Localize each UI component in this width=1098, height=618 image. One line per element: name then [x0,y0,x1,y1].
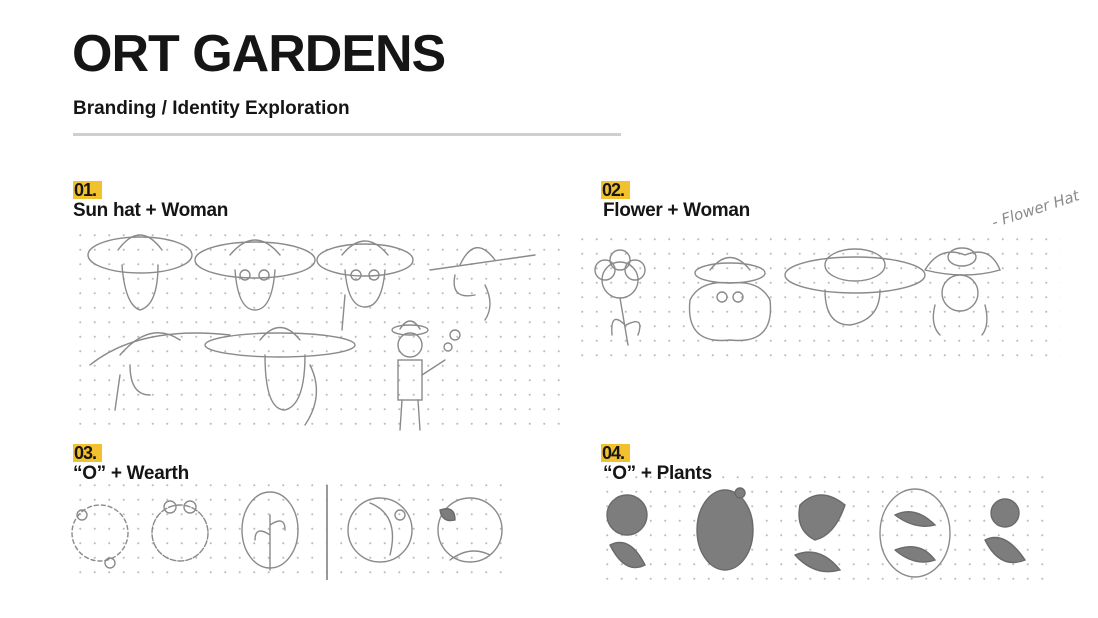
o-plants-sketches [606,487,1027,578]
section-number-03: 03. [73,444,103,462]
page-title: ORT GARDENS [72,25,446,83]
sketch-flower-face [594,249,646,346]
sketch-plant-4 [879,488,951,578]
section-title-02: Flower + Woman [603,200,750,221]
sketch-wreath-4 [347,497,413,563]
flower-woman-sketches [594,247,1001,346]
sketch-wreath-2 [151,500,209,562]
dot-grid-02 [575,232,1060,362]
sketch-hat-woman-1 [87,234,193,311]
section-title-01: Sun hat + Woman [73,200,229,221]
sketch-plant-5 [984,498,1027,564]
divider [73,133,621,136]
sketch-wreath-3 [241,491,299,571]
section-number-04: 04. [601,444,631,462]
o-wreath-sketches [71,491,503,571]
sketch-plant-3 [794,494,846,573]
vertical-divider [326,485,328,580]
section-title-03: “O” + Wearth [73,463,189,484]
section-number-02: 02. [601,181,631,199]
sketch-plant-2 [696,487,754,571]
sketch-hat-woman-2 [194,239,316,311]
sketch-wreath-5 [437,497,503,563]
sun-hat-woman-sketches [87,234,536,431]
sketch-hat-woman-3 [316,240,414,331]
page-subtitle: Branding / Identity Exploration [73,98,350,119]
sketch-plant-1 [606,494,648,569]
section-title-04: “O” + Plants [603,463,712,484]
sketch-flower-hat-woman-2 [784,248,926,326]
sketch-hat-woman-4 [429,247,536,321]
sketch-gardener-woman [391,320,461,431]
section-number-01: 01. [73,181,103,199]
dot-grid-03 [73,478,508,578]
sketch-hat-woman-6 [204,326,356,426]
sketch-wreath-1 [71,504,129,569]
sketch-flower-hat-woman-1 [688,256,772,342]
sketch-hat-woman-5 [89,332,231,411]
sketch-flower-hat-woman-3 [924,247,1001,336]
